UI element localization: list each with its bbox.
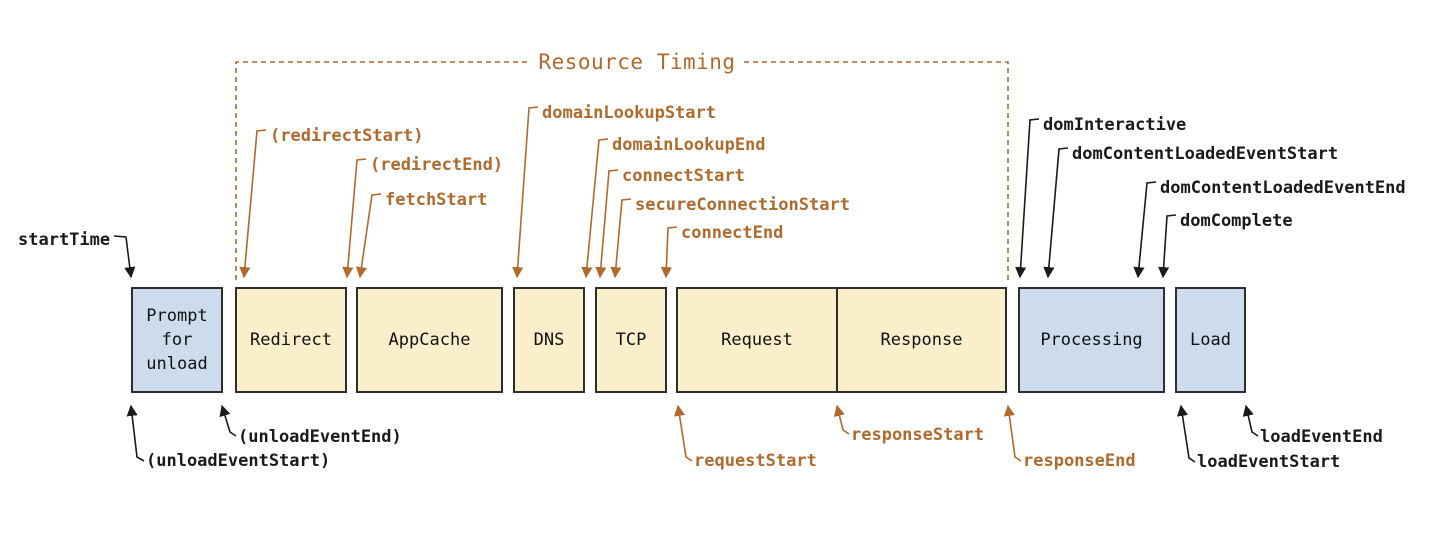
label-dom-interactive: domInteractive (1043, 115, 1187, 135)
label-response-end: responseEnd (1023, 451, 1136, 471)
box-tcp-label: TCP (615, 330, 647, 350)
unload-event-end-arrow (219, 404, 237, 437)
box-processing: Processing (1018, 287, 1165, 393)
redirect-end-arrow (342, 158, 367, 279)
box-request-label: Request (721, 330, 793, 350)
resource-timing-bracket-right (744, 61, 1009, 282)
label-load-event-end: loadEventEnd (1260, 427, 1383, 447)
redirect-start-arrow (239, 129, 267, 279)
label-request-start: requestStart (694, 451, 817, 471)
label-dom-content-loaded-event-end: domContentLoadedEventEnd (1160, 178, 1406, 198)
secure-connection-start-arrow (610, 198, 632, 279)
load-event-start-arrow (1176, 404, 1196, 463)
box-response: Response (836, 289, 1005, 391)
label-connect-start: connectStart (622, 166, 745, 186)
label-response-start: responseStart (851, 425, 985, 445)
label-dom-complete: domComplete (1180, 211, 1293, 231)
label-load-event-start: loadEventStart (1197, 452, 1341, 472)
dom-content-loaded-event-end-arrow (1133, 181, 1157, 279)
box-dns-label: DNS (533, 330, 565, 350)
box-prompt-for-unload-label: Prompt for unload (146, 306, 208, 374)
domain-lookup-start-arrow (512, 106, 539, 279)
fetch-start-arrow (355, 193, 382, 279)
dom-complete-arrow (1158, 214, 1177, 279)
label-unload-event-end: (unloadEventEnd) (238, 427, 402, 447)
box-processing-label: Processing (1040, 330, 1143, 350)
box-prompt-for-unload: Prompt for unload (131, 287, 223, 393)
unload-event-start-arrow (126, 404, 145, 462)
label-domain-lookup-start: domainLookupStart (542, 103, 716, 123)
box-load-label: Load (1190, 330, 1231, 350)
load-event-end-arrow (1242, 404, 1259, 437)
dom-interactive-arrow (1015, 118, 1040, 279)
box-load: Load (1175, 287, 1246, 393)
label-redirect-end: (redirectEnd) (370, 155, 504, 175)
box-appcache-label: AppCache (388, 330, 471, 350)
connect-start-arrow (595, 169, 619, 279)
label-start-time: startTime (18, 230, 111, 250)
response-start-arrow (833, 404, 850, 435)
box-redirect-label: Redirect (250, 330, 332, 350)
connect-end-arrow (660, 226, 678, 279)
label-domain-lookup-end: domainLookupEnd (612, 135, 766, 155)
resource-timing-title: Resource Timing (538, 50, 736, 74)
domain-lookup-end-arrow (581, 138, 609, 279)
box-tcp: TCP (595, 287, 667, 393)
label-fetch-start: fetchStart (385, 190, 488, 210)
label-unload-event-start: (unloadEventStart) (146, 451, 331, 471)
resource-timing-bracket-left (235, 61, 530, 280)
box-redirect: Redirect (235, 287, 347, 393)
box-response-label: Response (880, 330, 963, 350)
box-appcache: AppCache (356, 287, 503, 393)
label-connect-end: connectEnd (681, 223, 784, 243)
box-request-response: Request Response (676, 287, 1007, 393)
box-request: Request (678, 289, 836, 391)
label-redirect-start: (redirectStart) (270, 126, 424, 146)
box-dns: DNS (513, 287, 585, 393)
dom-content-loaded-event-start-arrow (1043, 147, 1069, 279)
start-time-arrow (113, 235, 136, 279)
response-end-arrow (1003, 404, 1022, 462)
label-secure-connection-start: secureConnectionStart (635, 195, 850, 215)
label-dom-content-loaded-event-start: domContentLoadedEventStart (1072, 144, 1339, 164)
request-start-arrow (674, 404, 693, 462)
